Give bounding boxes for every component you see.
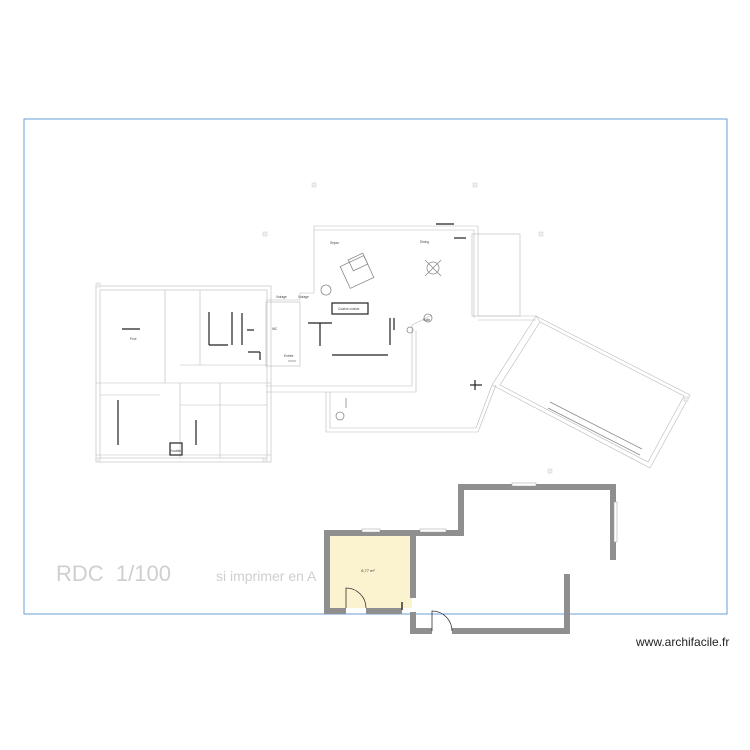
- central-section-outline: [265, 225, 536, 433]
- survey-markers: [95, 182, 689, 474]
- archifacile-watermark[interactable]: www.archifacile.fr: [635, 635, 729, 649]
- terrace-outline: [491, 315, 691, 469]
- extension-walls: [324, 482, 618, 634]
- plan-title: RDC 1/100: [56, 561, 171, 586]
- label-voirage-1: Voirage: [276, 295, 287, 299]
- highlighted-room[interactable]: [330, 536, 412, 608]
- label-voirage-2: Voirage: [298, 295, 309, 299]
- label-sejour: Sejour: [330, 241, 340, 245]
- print-note: si imprimer en A: [216, 568, 317, 584]
- label-dining: Dining: [420, 240, 429, 244]
- label-entree: Entrée: [284, 354, 294, 358]
- door-swings: [345, 587, 453, 632]
- label-wc: WC: [272, 327, 278, 331]
- left-wing-furniture: [117, 312, 261, 456]
- central-furniture: [288, 223, 482, 421]
- room-labels: Pool Sejour Dining Voirage Voirage Cuisi…: [130, 240, 430, 453]
- label-pool: Pool: [130, 337, 137, 341]
- label-cuisine: Cuisine cuisine: [338, 307, 360, 311]
- label-stairs: Escalier: [170, 449, 182, 453]
- label-salle: Salle: [423, 318, 430, 322]
- room-area-label: 6,77 m²: [361, 568, 375, 573]
- left-wing-outline: [95, 285, 272, 463]
